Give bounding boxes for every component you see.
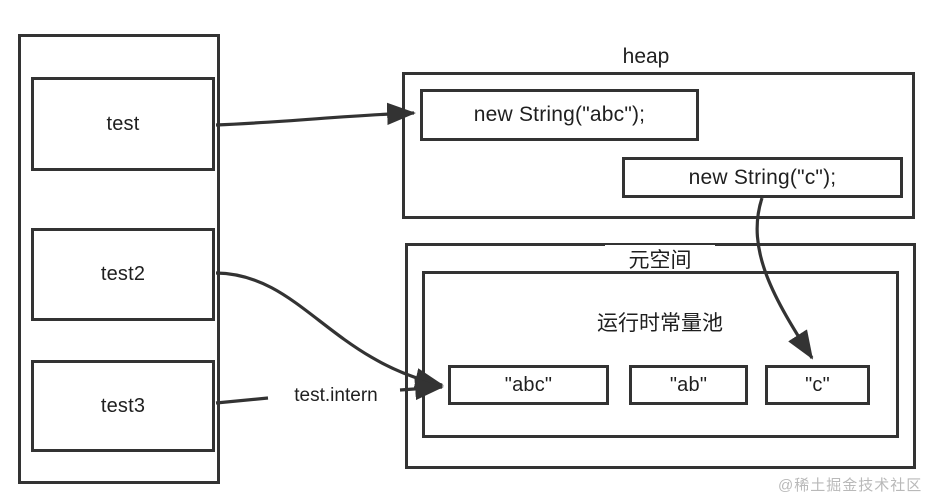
edge-label-test-intern: test.intern <box>274 384 398 408</box>
pool-item-abc[interactable]: "abc" <box>448 365 609 405</box>
stack-slot-test2-label: test2 <box>100 263 146 285</box>
pool-item-c-label: "c" <box>805 373 830 396</box>
pool-item-ab-label: "ab" <box>669 373 708 396</box>
runtime-constant-pool-region <box>422 271 899 438</box>
heap-object-new-string-abc-label: new String("abc"); <box>473 103 646 126</box>
pool-item-abc-label: "abc" <box>504 373 553 396</box>
heap-title: heap <box>622 45 670 68</box>
pool-item-c[interactable]: "c" <box>765 365 870 405</box>
watermark: @稀土掘金技术社区 <box>778 477 923 494</box>
heap-object-new-string-c[interactable]: new String("c"); <box>622 157 903 198</box>
stack-slot-test-label: test <box>106 112 140 135</box>
stack-slot-test2[interactable]: test2 <box>31 228 215 321</box>
metaspace-title: 元空间 <box>605 245 715 273</box>
stack-slot-test3[interactable]: test3 <box>31 360 215 452</box>
stack-slot-test3-label: test3 <box>100 394 146 417</box>
arrow-test3-to-pool-abc <box>215 396 269 405</box>
arrow-test-to-heap-abc <box>215 102 416 127</box>
pool-item-ab[interactable]: "ab" <box>629 365 748 405</box>
heap-object-new-string-c-label: new String("c"); <box>688 165 837 189</box>
heap-object-new-string-abc[interactable]: new String("abc"); <box>420 89 699 141</box>
runtime-constant-pool-title: 运行时常量池 <box>597 312 723 335</box>
stack-slot-test[interactable]: test <box>31 77 215 171</box>
